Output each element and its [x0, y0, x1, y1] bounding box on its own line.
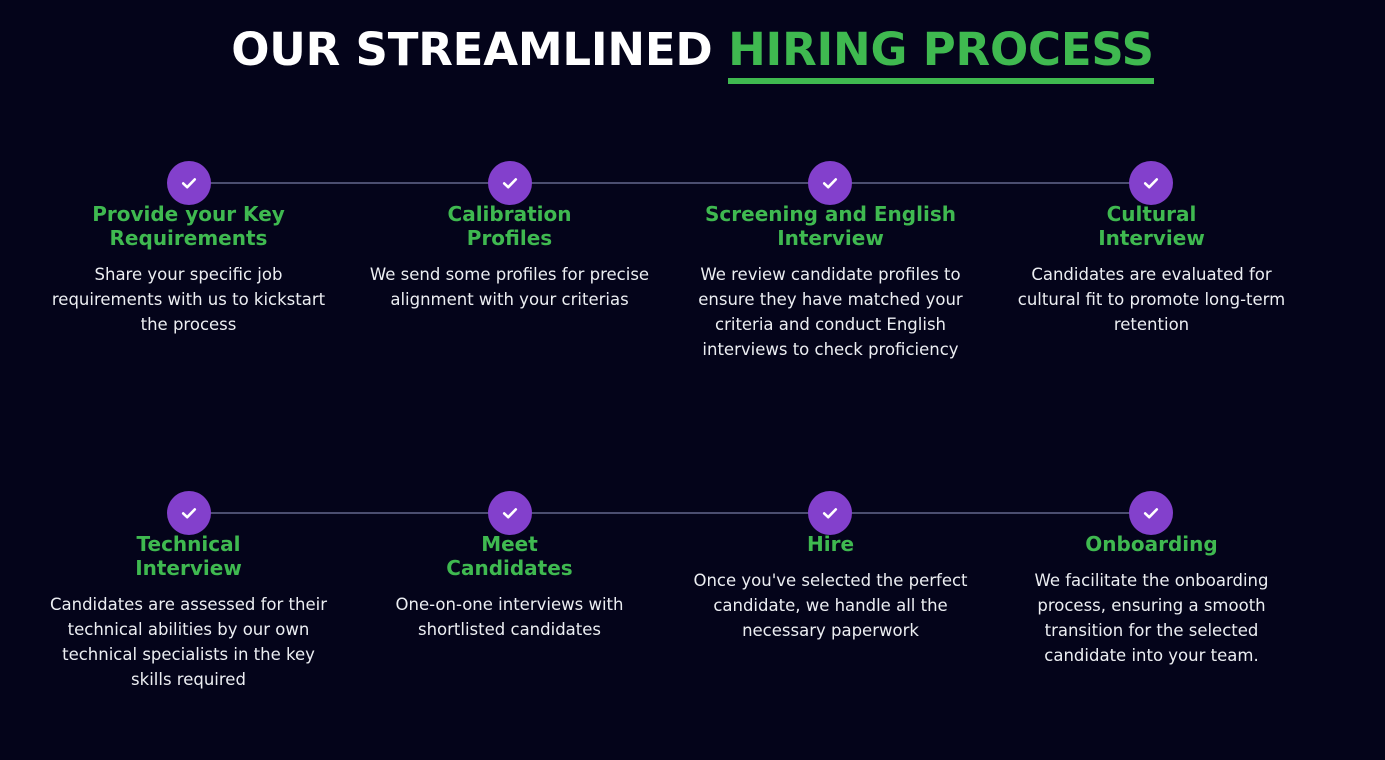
step-card-provide-your-key-requirements: Provide your Key Requirements Share your…	[28, 202, 349, 362]
step-card-cultural-interview: Cultural Interview Candidates are evalua…	[991, 202, 1312, 362]
step-description: We send some profiles for precise alignm…	[369, 265, 650, 309]
step-title: Calibration Profiles	[447, 202, 572, 250]
timeline-row-1: Provide your Key Requirements Share your…	[0, 128, 1385, 362]
step-description: We review candidate profiles to ensure t…	[698, 265, 963, 359]
step-description: Share your specific job requirements wit…	[51, 265, 326, 334]
connector-line	[189, 182, 1151, 184]
step-description: Once you've selected the perfect candida…	[693, 571, 968, 640]
check-icon	[1141, 503, 1161, 523]
timeline-node-8[interactable]	[1129, 491, 1173, 535]
timeline-node-5[interactable]	[167, 491, 211, 535]
page-title-accent: HIRING PROCESS	[728, 22, 1154, 84]
step-card-meet-candidates: Meet Candidates One-on-one interviews wi…	[349, 532, 670, 692]
step-list-row-1: Provide your Key Requirements Share your…	[0, 188, 1385, 362]
timeline-node-3[interactable]	[808, 161, 852, 205]
title-underline	[728, 78, 1154, 84]
timeline-node-7[interactable]	[808, 491, 852, 535]
page-title: OUR STREAMLINED HIRING PROCESS	[0, 0, 1385, 84]
check-icon	[1141, 173, 1161, 193]
step-description: We facilitate the onboarding process, en…	[1034, 571, 1269, 665]
timeline-row-2: Technical Interview Candidates are asses…	[0, 458, 1385, 692]
step-description: Candidates are evaluated for cultural fi…	[1017, 265, 1286, 334]
step-title: Technical Interview	[135, 532, 242, 580]
check-icon	[820, 503, 840, 523]
step-description: Candidates are assessed for their techni…	[49, 595, 328, 689]
timeline-track-row-1	[0, 128, 1385, 205]
check-icon	[179, 503, 199, 523]
timeline-node-4[interactable]	[1129, 161, 1173, 205]
step-card-calibration-profiles: Calibration Profiles We send some profil…	[349, 202, 670, 362]
step-title: Screening and English Interview	[705, 202, 956, 250]
step-title: Onboarding	[1085, 532, 1218, 556]
step-description: One-on-one interviews with shortlisted c…	[395, 595, 624, 639]
check-icon	[500, 173, 520, 193]
page-title-plain: OUR STREAMLINED	[231, 23, 729, 76]
timeline-node-1[interactable]	[167, 161, 211, 205]
timeline-node-6[interactable]	[488, 491, 532, 535]
check-icon	[820, 173, 840, 193]
step-card-onboarding: Onboarding We facilitate the onboarding …	[991, 532, 1312, 692]
step-card-screening-and-english-interview: Screening and English Interview We revie…	[670, 202, 991, 362]
timeline-node-2[interactable]	[488, 161, 532, 205]
page-title-accent-text: HIRING PROCESS	[728, 23, 1154, 76]
connector-line	[189, 512, 1151, 514]
timeline-track-row-2	[0, 458, 1385, 535]
step-card-hire: Hire Once you've selected the perfect ca…	[670, 532, 991, 692]
step-card-technical-interview: Technical Interview Candidates are asses…	[28, 532, 349, 692]
check-icon	[179, 173, 199, 193]
check-icon	[500, 503, 520, 523]
step-title: Provide your Key Requirements	[92, 202, 285, 250]
step-title: Meet Candidates	[446, 532, 573, 580]
step-title: Cultural Interview	[1098, 202, 1205, 250]
step-title: Hire	[806, 532, 855, 556]
step-list-row-2: Technical Interview Candidates are asses…	[0, 518, 1385, 692]
